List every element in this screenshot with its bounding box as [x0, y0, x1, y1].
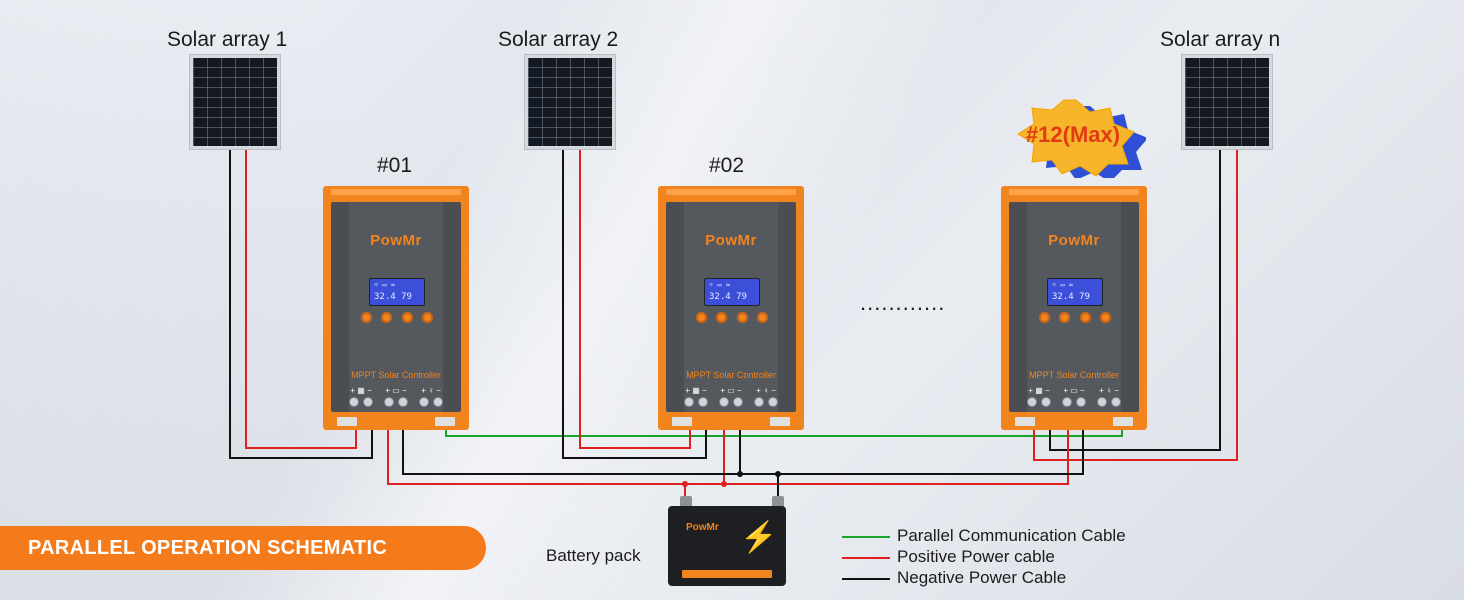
up-button: [381, 312, 393, 323]
positive-terminal: [680, 496, 692, 508]
max-badge: #12(Max): [1010, 98, 1148, 182]
battery-label: Battery pack: [546, 546, 641, 565]
max-badge-text: #12(Max): [1025, 122, 1121, 147]
enter-button: [756, 312, 768, 323]
menu-button: [696, 312, 707, 323]
array2-negative: [562, 150, 707, 459]
up-button: [1059, 312, 1071, 323]
legend-swatch-positive: [842, 557, 890, 559]
array-label-1: Solar array 1: [167, 28, 288, 51]
negative-terminal: [772, 496, 784, 508]
menu-button: [361, 312, 372, 323]
legend-comm: Parallel Communication Cable: [897, 526, 1126, 545]
down-button: [1079, 312, 1091, 323]
model-text: MPPT Solar Controller: [1029, 370, 1119, 380]
menu-button: [1039, 312, 1050, 323]
model-text: MPPT Solar Controller: [686, 370, 776, 380]
lcd-display: ☼ ▭ ≈ 32.4 79: [704, 278, 760, 306]
comm-cable: [445, 424, 1123, 437]
lcd-display: ☼ ▭ ≈ 32.4 79: [1047, 278, 1103, 306]
solar-panel-n: [1181, 54, 1273, 150]
legend-swatch-comm: [842, 536, 890, 538]
arrayn-positive: [1033, 150, 1238, 461]
terminal-block: + ▦ − + ▭ − + ♀ −: [347, 386, 445, 408]
down-button: [736, 312, 748, 323]
controller-02: PowMr ☼ ▭ ≈ 32.4 79 MPPT Solar Controlle…: [658, 186, 804, 430]
page-title: PARALLEL OPERATION SCHEMATIC: [28, 537, 388, 559]
legend-positive: Positive Power cable: [897, 547, 1055, 566]
solar-panel-1: [189, 54, 281, 150]
controller-01: PowMr ☼ ▭ ≈ 32.4 79 MPPT Solar Controlle…: [323, 186, 469, 430]
controller-brand: PowMr: [370, 232, 422, 249]
controller-label-2: #02: [709, 154, 745, 177]
control-buttons: [361, 312, 433, 324]
enter-button: [1099, 312, 1111, 323]
ellipsis: ............: [860, 290, 946, 315]
battery-brand: PowMr: [686, 522, 719, 533]
battery-pack: PowMr ⚡: [668, 494, 786, 588]
solar-panel-2: [524, 54, 616, 150]
battery-positive-bus: [387, 422, 1069, 485]
terminal-block: + ▦ − + ▭ − + ♀ −: [682, 386, 780, 408]
arrayn-negative: [1049, 150, 1221, 451]
down-button: [401, 312, 413, 323]
control-buttons: [1039, 312, 1111, 324]
control-buttons: [696, 312, 768, 324]
array1-negative: [229, 150, 373, 459]
legend-swatch-negative: [842, 578, 890, 580]
up-button: [716, 312, 728, 323]
controller-brand: PowMr: [1048, 232, 1100, 249]
model-text: MPPT Solar Controller: [351, 370, 441, 380]
legend-negative: Negative Power Cable: [897, 568, 1067, 587]
terminal-block: + ▦ − + ▭ − + ♀ −: [1025, 386, 1123, 408]
array1-positive: [245, 150, 357, 449]
controller-brand: PowMr: [705, 232, 757, 249]
lcd-display: ☼ ▭ ≈ 32.4 79: [369, 278, 425, 306]
title-banner: PARALLEL OPERATION SCHEMATIC: [0, 526, 486, 570]
array2-positive: [579, 150, 691, 449]
lightning-icon: ⚡: [740, 521, 778, 554]
enter-button: [421, 312, 433, 323]
controller-label-1: #01: [377, 154, 413, 177]
controller-12: PowMr ☼ ▭ ≈ 32.4 79 MPPT Solar Controlle…: [1001, 186, 1147, 430]
array-label-2: Solar array 2: [498, 28, 619, 51]
array-label-n: Solar array n: [1160, 28, 1281, 51]
